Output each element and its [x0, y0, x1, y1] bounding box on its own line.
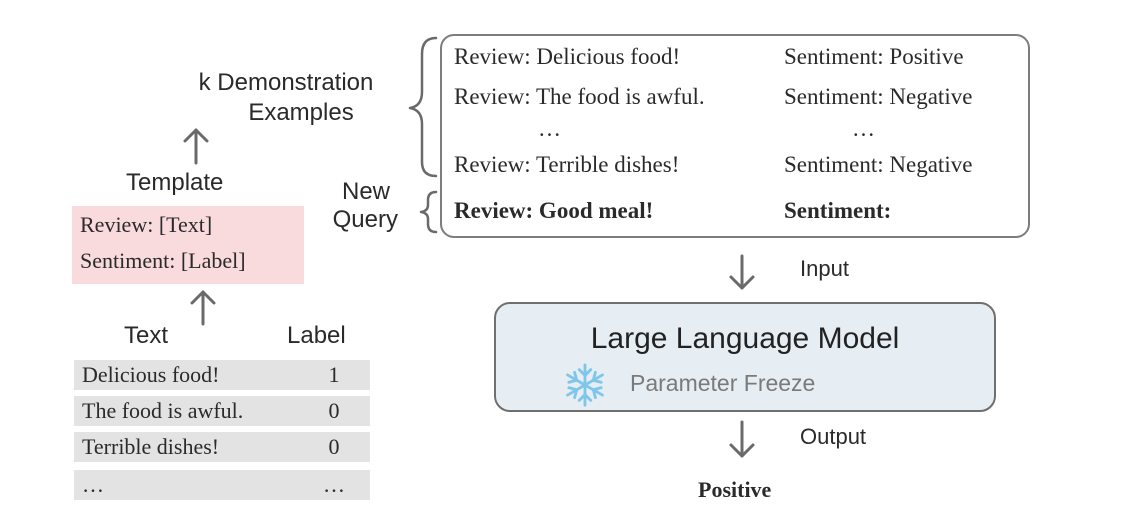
demonstration-line-2: Examples [248, 99, 354, 126]
input-label: Input [800, 256, 849, 281]
arrow-down-icon [729, 254, 755, 290]
example-ellipsis-review: … [538, 116, 561, 141]
llm-box: Large Language Model Parameter Freeze [494, 302, 996, 412]
example-ellipsis-sentiment: … [852, 116, 875, 141]
demonstration-line-1: k Demonstration [198, 69, 374, 96]
row-label: … [323, 472, 345, 497]
arrow-down-icon [729, 420, 755, 458]
template-line-review: Review: [Text] [80, 212, 213, 237]
label-column-header: Label [287, 322, 346, 349]
row-text: … [82, 472, 104, 497]
query-sentiment: Sentiment: [784, 198, 892, 223]
new-query-line-1: New [341, 178, 390, 205]
new-query-label: New Query [322, 178, 398, 234]
example-review-2: Review: The food is awful. [454, 84, 705, 109]
prompt-box: Review: Delicious food! Sentiment: Posit… [440, 34, 1030, 238]
arrow-up-icon [183, 128, 209, 165]
template-line-sentiment: Sentiment: [Label] [80, 248, 246, 273]
row-text: Delicious food! [82, 362, 220, 387]
demonstration-examples-label: k Demonstration Examples [176, 68, 396, 128]
example-review-1: Review: Delicious food! [454, 44, 681, 69]
example-review-3: Review: Terrible dishes! [454, 152, 680, 177]
row-text: Terrible dishes! [82, 434, 220, 459]
example-sentiment-3: Sentiment: Negative [784, 152, 973, 177]
template-heading: Template [126, 169, 224, 196]
table-row: … … [74, 470, 370, 500]
query-review: Review: Good meal! [454, 198, 654, 223]
snowflake-icon [566, 363, 604, 407]
parameter-freeze-label: Parameter Freeze [630, 370, 816, 396]
table-row: The food is awful. 0 [74, 396, 370, 426]
row-label: 0 [328, 398, 340, 423]
output-label: Output [800, 424, 867, 449]
text-column-header: Text [124, 322, 169, 349]
query-brace-icon [419, 190, 438, 234]
row-label: 1 [328, 362, 340, 387]
result-label: Positive [698, 477, 772, 502]
row-text: The food is awful. [82, 398, 244, 423]
table-row: Terrible dishes! 0 [74, 432, 370, 462]
example-sentiment-2: Sentiment: Negative [784, 84, 973, 109]
arrow-up-icon [190, 290, 216, 326]
example-sentiment-1: Sentiment: Positive [784, 44, 964, 69]
llm-title: Large Language Model [590, 322, 900, 355]
row-label: 0 [328, 434, 340, 459]
demonstration-brace-icon [408, 36, 438, 178]
template-box: Review: [Text] Sentiment: [Label] [72, 206, 304, 284]
table-row: Delicious food! 1 [74, 360, 370, 390]
new-query-line-2: Query [332, 206, 398, 233]
